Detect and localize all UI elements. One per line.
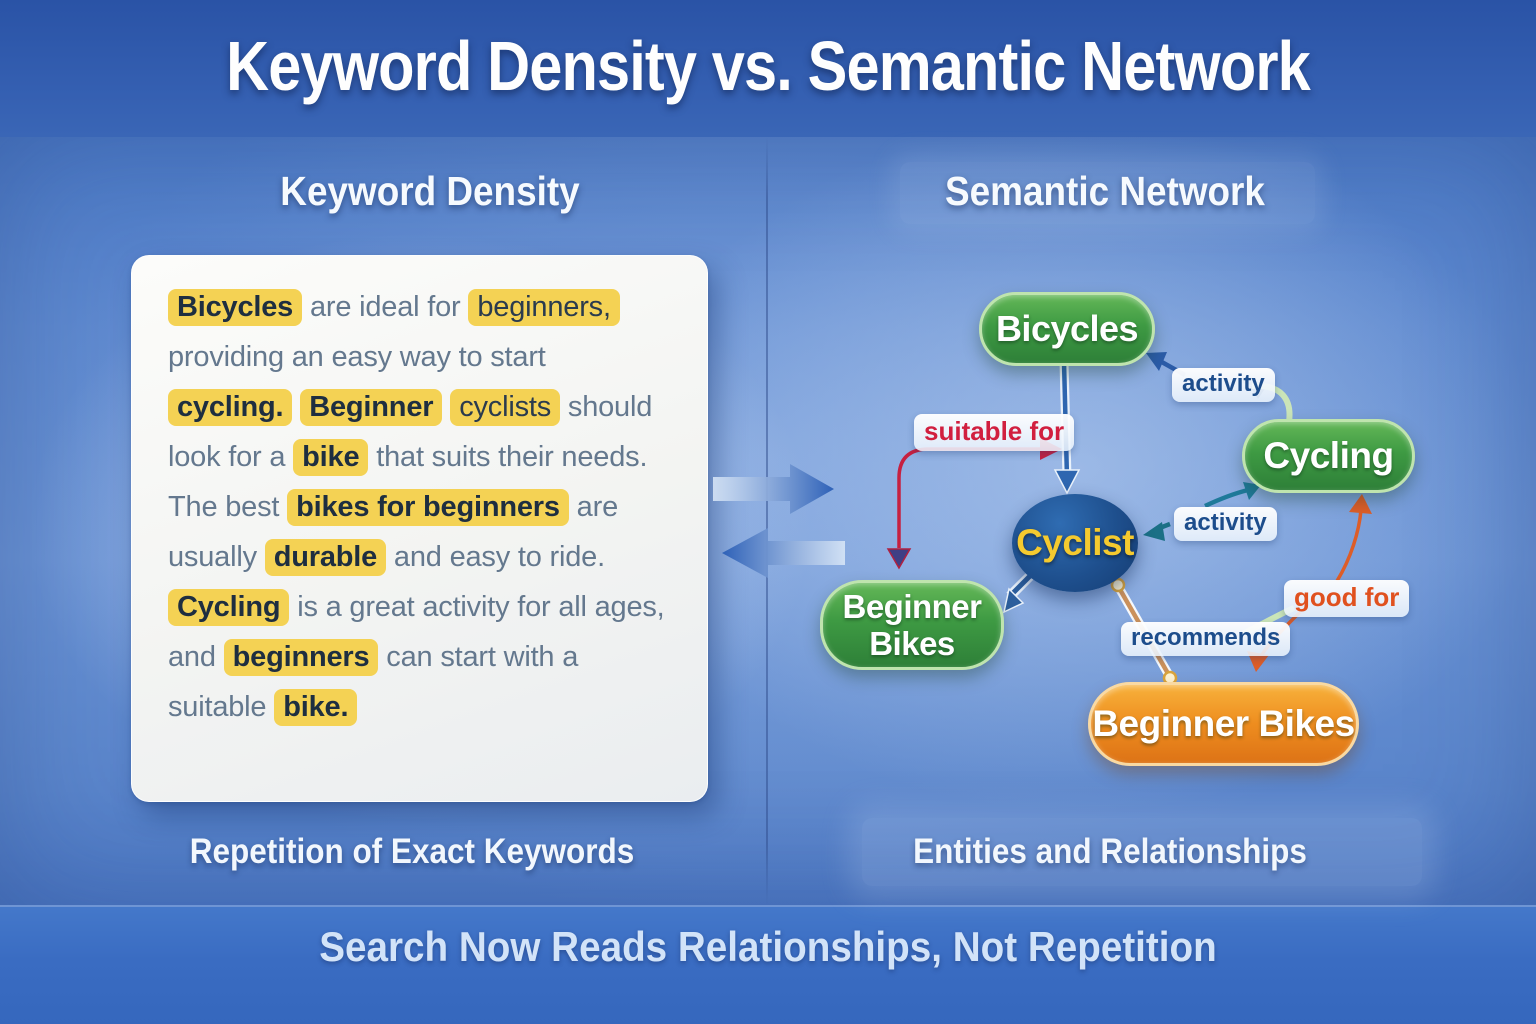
node-beginner-bikes-orange: Beginner Bikes — [1088, 682, 1359, 766]
card-text-segment: are usually — [168, 491, 618, 573]
transfer-left-arrow-icon — [722, 528, 845, 578]
keyword-highlight: beginners — [223, 639, 379, 676]
keyword-highlight: bike. — [274, 689, 358, 726]
keyword-highlight: bikes for beginners — [287, 489, 569, 526]
card-text-segment: should look for a — [168, 391, 653, 473]
edge-label-activity-mid: activity — [1174, 507, 1277, 541]
node-cyclist: Cyclist — [1012, 494, 1138, 592]
panel-divider — [766, 137, 768, 905]
card-text-segment: and easy to ride. — [386, 541, 605, 573]
edge-cyclist-beginner-bikes — [1002, 570, 1036, 614]
page-title: Keyword Density vs. Semantic Network — [226, 27, 1311, 105]
right-panel-heading: Semantic Network — [945, 168, 1265, 214]
right-panel-caption: Entities and Relationships — [913, 832, 1307, 871]
keyword-density-card: Bicycles are ideal for beginners, provid… — [131, 255, 708, 802]
card-text-segment: are ideal for — [302, 291, 469, 323]
left-panel-heading: Keyword Density — [280, 168, 580, 214]
card-text-segment: providing an easy way to start — [168, 341, 546, 373]
footer-tagline: Search Now Reads Relationships, Not Repe… — [319, 923, 1217, 970]
keyword-highlight: Bicycles — [168, 289, 303, 326]
edge-cyclist-cycling-activity — [1143, 482, 1261, 541]
keyword-highlight: bike — [293, 439, 369, 476]
keyword-highlight: Cycling — [168, 589, 290, 626]
edge-label-good-for: good for — [1284, 580, 1410, 617]
card-text-segment: that suits their needs. The best — [168, 441, 648, 523]
keyword-highlight: beginners, — [468, 289, 620, 326]
node-cycling: Cycling — [1242, 419, 1415, 493]
edge-label-recommends: recommends — [1121, 622, 1291, 656]
card-text-segment: is a great activity for all ages, and — [168, 591, 665, 673]
keyword-highlight: durable — [264, 539, 387, 576]
node-beginner-bikes-green: Beginner Bikes — [820, 580, 1004, 670]
card-text-segment: can start with a suitable — [168, 641, 579, 723]
keyword-highlight: cyclists — [450, 389, 561, 426]
edge-label-suitable-for: suitable for — [914, 414, 1075, 451]
right-heading-glow — [900, 162, 1315, 224]
edge-label-activity-top: activity — [1172, 368, 1275, 402]
keyword-highlight: cycling. — [168, 389, 293, 426]
footer-band — [0, 905, 1536, 1024]
right-caption-glow — [862, 818, 1422, 886]
transfer-right-arrow-icon — [713, 464, 834, 514]
keyword-highlight: Beginner — [300, 389, 443, 426]
card-text: Bicycles are ideal for beginners, provid… — [168, 282, 671, 732]
node-bicycles: Bicycles — [979, 292, 1155, 366]
left-panel-caption: Repetition of Exact Keywords — [189, 832, 635, 871]
